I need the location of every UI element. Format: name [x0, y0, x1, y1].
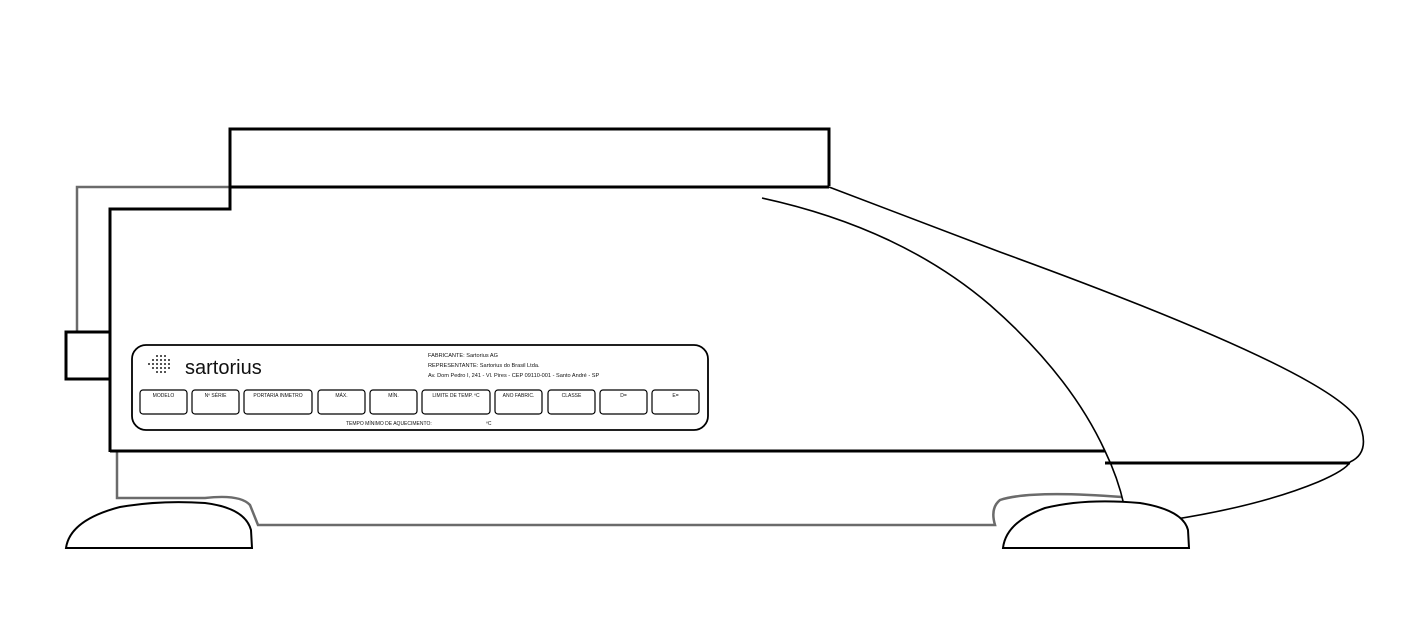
- field-label-e: E=: [672, 393, 678, 399]
- field-label-min: MÍN.: [388, 392, 399, 399]
- rear-outline: [75, 185, 230, 331]
- field-box-portaria: [243, 389, 313, 415]
- field-box-ano-fabric: [494, 389, 543, 415]
- field-label-classe: CLASSE: [562, 393, 582, 399]
- field-label-max: MÁX.: [335, 392, 347, 399]
- right-foot: [1001, 500, 1191, 549]
- representative-line: REPRESENTANTE: Sartorius do Brasil Ltda.: [428, 363, 540, 369]
- warmup-label: TEMPO MÍNIMO DE AQUECIMENTO:: [346, 420, 432, 427]
- field-box-serie: [191, 389, 240, 415]
- field-label-limite-temp: LIMITE DE TEMP. ºC: [432, 393, 480, 399]
- field-box-modelo: [139, 389, 188, 415]
- field-label-modelo: MODELO: [153, 393, 175, 399]
- manufacturer-line: FABRICANTE: Sartorius AG: [428, 353, 498, 359]
- sartorius-logo-icon: [148, 355, 170, 373]
- base-outline: [115, 452, 1123, 527]
- front-curve: [761, 197, 1351, 521]
- field-label-ano-fabric: ANO FABRIC.: [503, 393, 535, 399]
- field-label-serie: Nº SÉRIE: [205, 392, 227, 399]
- weighing-pan: [228, 127, 831, 208]
- label-plate: sartorius FABRICANTE: Sartorius AG REPRE…: [131, 344, 709, 431]
- field-label-d: D=: [620, 393, 627, 399]
- field-box-max: [317, 389, 366, 415]
- field-label-portaria: PORTARIA INMETRO: [253, 393, 302, 399]
- field-box-e: [651, 389, 700, 415]
- field-box-d: [599, 389, 648, 415]
- brand-name: sartorius: [185, 357, 262, 379]
- front-shell: [828, 186, 1365, 463]
- main-body-outline: [108, 185, 829, 452]
- left-foot: [64, 501, 254, 549]
- address-line: Av. Dom Pedro I, 241 - Vl. Pires - CEP 0…: [428, 373, 599, 379]
- warmup-unit: ºC: [486, 421, 492, 427]
- field-box-min: [369, 389, 418, 415]
- side-connector: [64, 330, 112, 381]
- field-box-limite-temp: [421, 389, 491, 415]
- field-box-classe: [547, 389, 596, 415]
